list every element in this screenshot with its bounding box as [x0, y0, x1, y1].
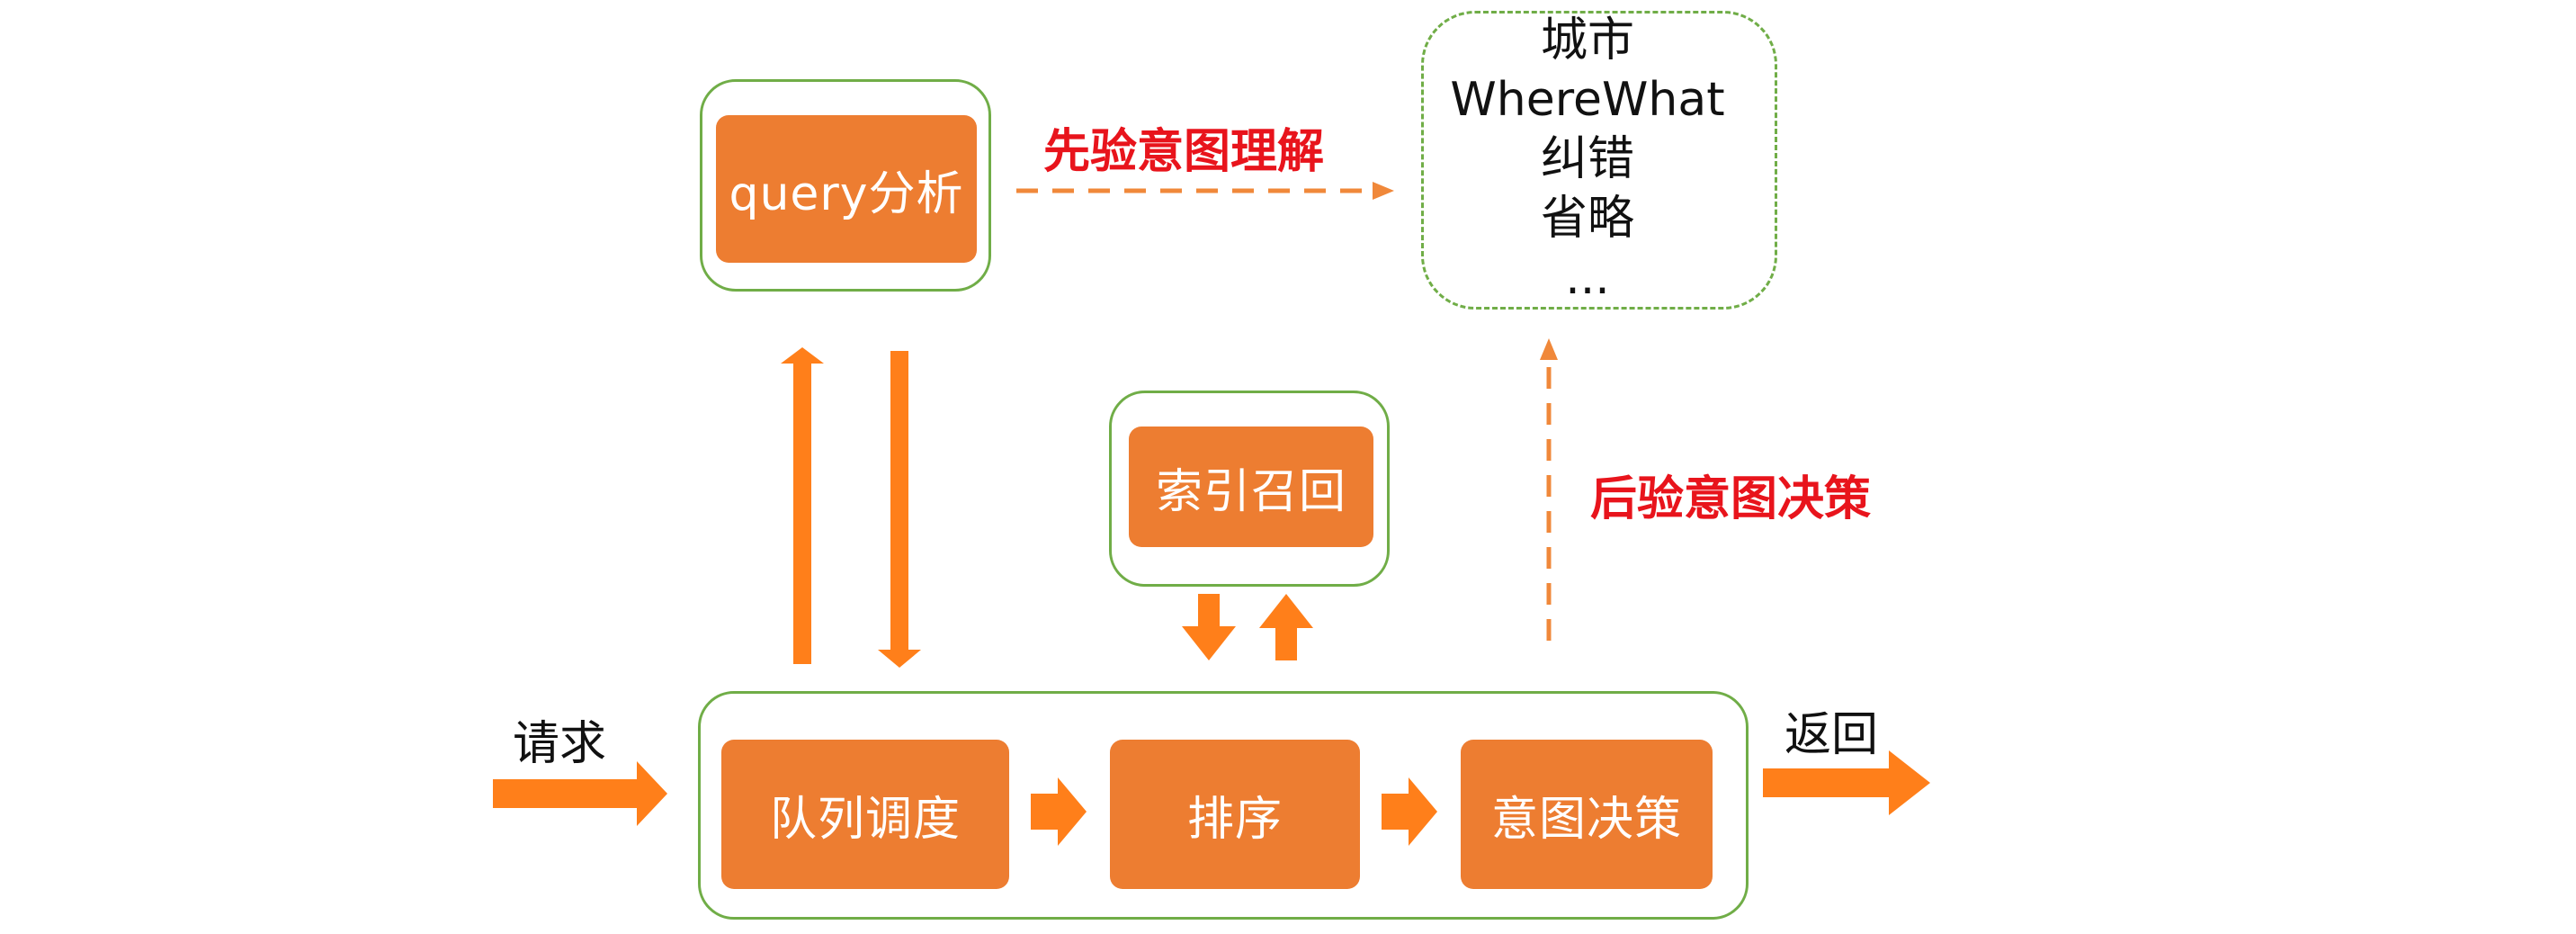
intent-types-box	[1421, 11, 1777, 310]
intent-item: WhereWhat	[1450, 73, 1725, 127]
arrow-rank-to-decision	[1382, 777, 1437, 846]
pre-intent-arrowhead	[1373, 182, 1394, 200]
intent-types-list: 城市 WhereWhat 纠错 省略 ...	[1412, 11, 1763, 308]
intent-item: 纠错	[1540, 132, 1634, 186]
pre-intent-label: 先验意图理解	[1043, 125, 1325, 179]
down-arrow-from-recall	[1182, 594, 1236, 660]
queue-scheduling-node[interactable]: 队列调度	[721, 740, 1009, 889]
return-label: 返回	[1784, 708, 1879, 762]
index-recall-node[interactable]: 索引召回	[1129, 427, 1373, 547]
intent-item: 省略	[1540, 192, 1634, 246]
intent-item: 城市	[1540, 13, 1634, 67]
post-intent-label: 后验意图决策	[1590, 472, 1872, 526]
intent-item: ...	[1565, 251, 1610, 305]
request-label: 请求	[513, 717, 607, 771]
ranking-node[interactable]: 排序	[1110, 740, 1360, 889]
request-arrow	[493, 761, 667, 826]
up-arrow-to-recall	[1259, 594, 1313, 660]
up-arrow-to-query	[781, 347, 824, 664]
query-analysis-node[interactable]: query分析	[716, 115, 977, 263]
return-arrow	[1763, 750, 1930, 815]
down-arrow-from-query	[878, 351, 921, 668]
arrow-schedule-to-rank	[1031, 777, 1087, 846]
intent-decision-node[interactable]: 意图决策	[1461, 740, 1713, 889]
post-intent-arrowhead	[1540, 338, 1558, 360]
